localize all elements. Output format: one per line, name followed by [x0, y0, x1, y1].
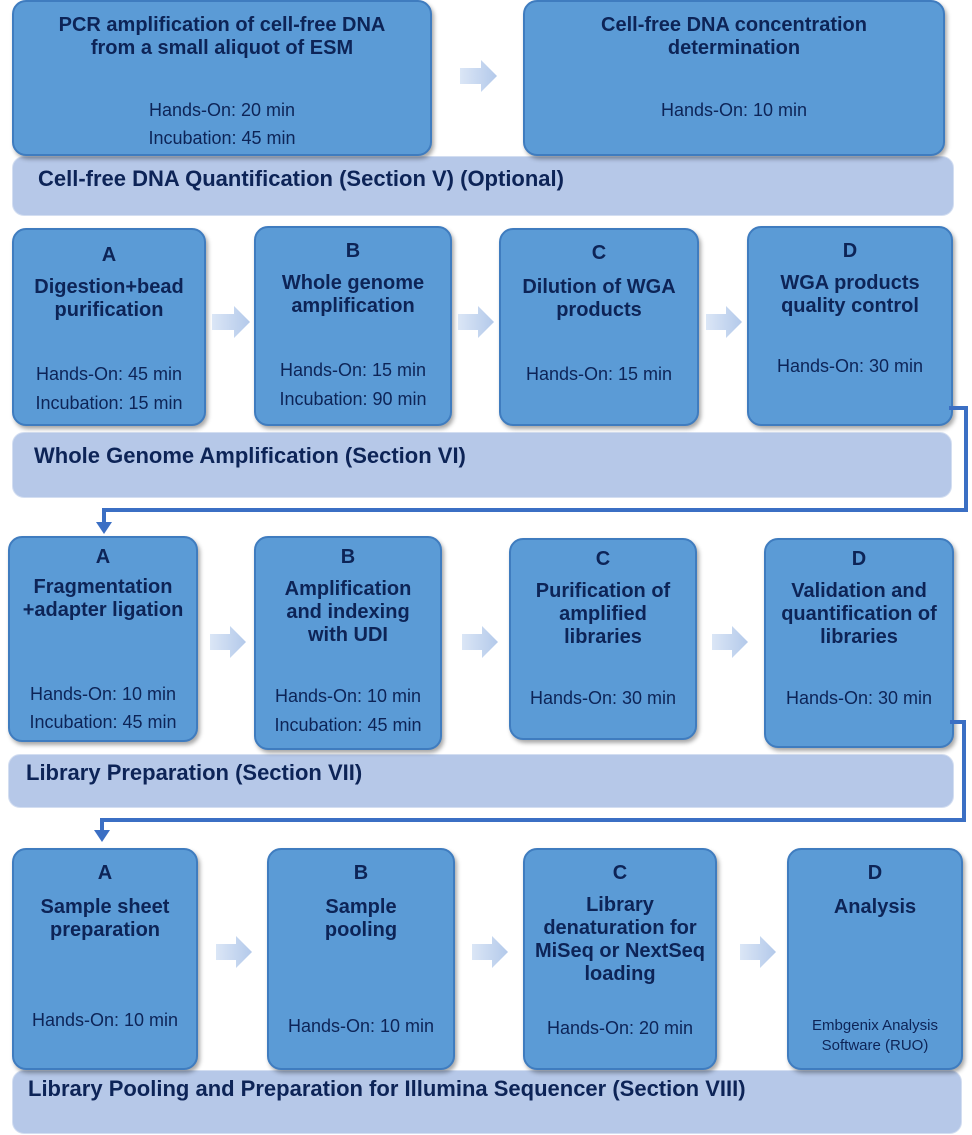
step-title: Digestion+bead purification	[34, 276, 184, 321]
step-letter: A	[97, 862, 113, 884]
step-box-lib-a: A Fragmentation +adapter ligation Hands-…	[8, 536, 198, 742]
incubation-time: Incubation: 15 min	[35, 393, 183, 413]
right-arrow-icon	[712, 626, 748, 658]
step-title: WGA products quality control	[780, 272, 920, 317]
right-arrow-icon	[472, 936, 508, 968]
down-arrow-icon	[96, 522, 112, 534]
step-letter: D	[851, 548, 867, 570]
incubation-time: Incubation: 90 min	[279, 389, 427, 409]
hands-on-time: Hands-On: 10 min	[31, 1010, 179, 1030]
step-box-pcr-cfdna: PCR amplification of cell-free DNA from …	[12, 0, 432, 156]
hands-on-time: Hands-On: 30 min	[529, 688, 677, 708]
hands-on-time: Hands-On: 15 min	[525, 364, 673, 384]
section-label-library-prep: Library Preparation (Section VII)	[26, 760, 363, 785]
right-arrow-icon	[216, 936, 252, 968]
step-title: Purification of amplified libraries	[535, 580, 671, 648]
step-box-lib-b: B Amplification and indexing with UDI Ha…	[254, 536, 442, 750]
incubation-time: Incubation: 45 min	[29, 712, 177, 732]
section-label-cfdna: Cell-free DNA Quantification (Section V)…	[38, 166, 564, 191]
step-box-wga-d: D WGA products quality control Hands-On:…	[747, 226, 953, 426]
step-letter: D	[867, 862, 883, 884]
step-letter: A	[95, 546, 111, 568]
step-letter: C	[612, 862, 628, 884]
down-arrow-icon	[94, 830, 110, 842]
step-letter: B	[353, 862, 369, 884]
incubation-time: Incubation: 45 min	[148, 128, 296, 148]
step-letter: C	[591, 242, 607, 264]
hands-on-time: Hands-On: 10 min	[274, 686, 422, 706]
step-box-wga-b: B Whole genome amplification Hands-On: 1…	[254, 226, 452, 426]
section-label-wga: Whole Genome Amplification (Section VI)	[34, 443, 466, 468]
right-arrow-icon	[706, 306, 742, 338]
right-arrow-icon	[458, 306, 494, 338]
step-box-cfdna-concentration: Cell-free DNA concentration determinatio…	[523, 0, 945, 156]
hands-on-time: Hands-On: 10 min	[287, 1016, 435, 1036]
step-title: Library denaturation for MiSeq or NextSe…	[534, 894, 706, 985]
step-title: Validation and quantification of librari…	[781, 580, 937, 648]
step-box-lib-c: C Purification of amplified libraries Ha…	[509, 538, 697, 740]
software-note: Embgenix Analysis Software (RUO)	[812, 1017, 938, 1054]
step-title: Sample sheet preparation	[40, 896, 170, 941]
step-box-wga-c: C Dilution of WGA products Hands-On: 15 …	[499, 228, 699, 426]
step-letter: B	[345, 240, 361, 262]
section-label-pooling: Library Pooling and Preparation for Illu…	[28, 1076, 746, 1101]
section-band-cfdna	[12, 156, 954, 216]
step-title: Cell-free DNA concentration determinatio…	[601, 14, 867, 59]
step-title: Dilution of WGA products	[522, 276, 676, 321]
step-title: Fragmentation +adapter ligation	[22, 576, 184, 621]
hands-on-time: Hands-On: 30 min	[776, 356, 924, 376]
step-box-pool-b: B Sample pooling Hands-On: 10 min	[267, 848, 455, 1070]
step-box-wga-a: A Digestion+bead purification Hands-On: …	[12, 228, 206, 426]
step-box-pool-a: A Sample sheet preparation Hands-On: 10 …	[12, 848, 198, 1070]
step-box-pool-c: C Library denaturation for MiSeq or Next…	[523, 848, 717, 1070]
step-box-lib-d: D Validation and quantification of libra…	[764, 538, 954, 748]
section-band-pooling	[12, 1070, 962, 1134]
right-arrow-icon	[462, 626, 498, 658]
step-title: PCR amplification of cell-free DNA from …	[58, 14, 386, 59]
right-arrow-icon	[740, 936, 776, 968]
step-title: Whole genome amplification	[281, 272, 425, 317]
right-arrow-icon	[212, 306, 250, 338]
hands-on-time: Hands-On: 15 min	[279, 360, 427, 380]
hands-on-time: Hands-On: 30 min	[785, 688, 933, 708]
hands-on-time: Hands-On: 20 min	[546, 1018, 694, 1038]
step-letter: A	[101, 244, 117, 266]
step-title: Sample pooling	[324, 896, 398, 941]
hands-on-time: Hands-On: 10 min	[29, 684, 177, 704]
step-letter: C	[595, 548, 611, 570]
hands-on-time: Hands-On: 10 min	[660, 100, 808, 120]
step-box-pool-d: D Analysis Embgenix Analysis Software (R…	[787, 848, 963, 1070]
hands-on-time: Hands-On: 20 min	[148, 100, 296, 120]
incubation-time: Incubation: 45 min	[274, 715, 422, 735]
step-letter: B	[340, 546, 356, 568]
step-title: Amplification and indexing with UDI	[284, 578, 412, 646]
step-title: Analysis	[833, 896, 917, 918]
right-arrow-icon	[210, 626, 246, 658]
hands-on-time: Hands-On: 45 min	[35, 364, 183, 384]
step-letter: D	[842, 240, 858, 262]
right-arrow-icon	[460, 60, 497, 92]
